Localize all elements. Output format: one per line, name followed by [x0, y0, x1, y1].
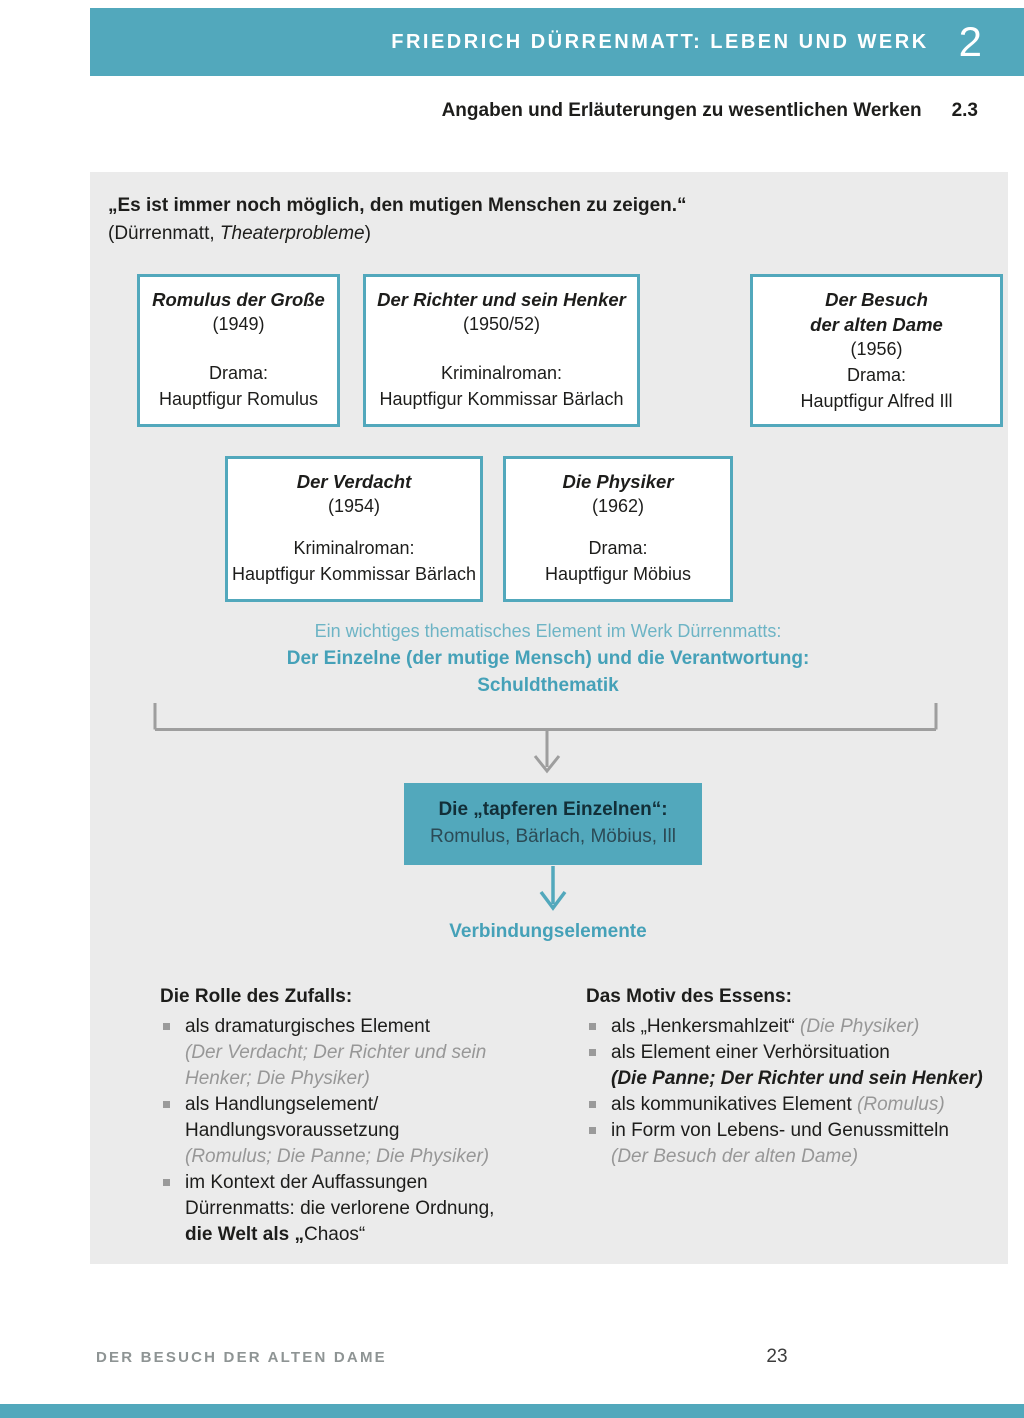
- bullet-item: in Form von Lebens- und Genussmitteln (De…: [586, 1118, 1004, 1170]
- bullet-line: als dramaturgisches Element: [185, 1016, 430, 1037]
- topic-heading: Das Motiv des Essens:: [586, 986, 792, 1007]
- bullet-square-icon: [589, 1023, 596, 1030]
- quote-text: „Es ist immer noch möglich, den mutigen …: [108, 195, 687, 216]
- down-arrow-icon: [539, 866, 567, 911]
- bottom-accent-bar: [0, 1404, 1024, 1418]
- work-figure: Hauptfigur Möbius: [544, 564, 692, 584]
- bullet-line: Dürrenmatts: die verlorene Ordnung,: [185, 1198, 495, 1219]
- bullet-square-icon: [163, 1101, 170, 1108]
- topic-column-essen: Das Motiv des Essens: als „Henkersmahlzei…: [586, 984, 1004, 1170]
- bullet-line: im Kontext der Auffassungen: [185, 1172, 428, 1193]
- central-figures-box: Die „tapferen Einzelnen“: Romulus, Bärla…: [404, 783, 702, 865]
- bullet-line: Handlungsvoraussetzung: [185, 1120, 400, 1141]
- work-title: Romulus der Große: [152, 289, 325, 310]
- bullet-line: als kommunikatives Element (Romulus): [611, 1094, 945, 1115]
- bullet-line: (Der Besuch der alten Dame): [611, 1146, 859, 1167]
- bracket-connector-icon: [153, 703, 938, 774]
- work-year: (1962): [591, 496, 645, 516]
- bullet-line: (Die Panne; Der Richter und sein Henker): [611, 1068, 983, 1089]
- bullet-line: die Welt als „Chaos“: [185, 1224, 366, 1245]
- chapter-header-bar: FRIEDRICH DÜRRENMATT: LEBEN UND WERK 2: [90, 8, 1024, 76]
- work-title: Die Physiker: [562, 471, 674, 492]
- quote-work-title: Theaterprobleme: [219, 223, 365, 244]
- chapter-number: 2: [958, 18, 982, 65]
- bullet-list: als dramaturgisches Element (Der Verdacht…: [160, 1014, 572, 1248]
- bullet-line: als Handlungselement/: [185, 1094, 379, 1115]
- work-year: (1950/52): [462, 314, 541, 334]
- work-title: Der Richter und sein Henker: [377, 289, 626, 310]
- work-box-verdacht: Der Verdacht (1954) Kriminalroman: Haupt…: [225, 456, 483, 602]
- bullet-square-icon: [163, 1023, 170, 1030]
- work-year: (1954): [327, 496, 381, 516]
- running-title: DER BESUCH DER ALTEN DAME: [96, 1349, 387, 1366]
- bullet-line: (Romulus; Die Panne; Die Physiker): [185, 1146, 490, 1167]
- connector-label: Verbindungselemente: [449, 921, 647, 942]
- chapter-title: FRIEDRICH DÜRRENMATT: LEBEN UND WERK: [391, 30, 929, 53]
- bullet-line: Henker; Die Physiker): [185, 1068, 370, 1089]
- work-title: Der Verdacht: [296, 471, 412, 492]
- work-year: (1949): [212, 314, 265, 334]
- bullet-square-icon: [589, 1049, 596, 1056]
- bullet-line: als „Henkersmahlzeit“ (Die Physiker): [611, 1016, 920, 1037]
- bullet-square-icon: [589, 1101, 596, 1108]
- section-title: Angaben und Erläuterungen zu wesentliche…: [441, 100, 922, 121]
- bullet-line: in Form von Lebens- und Genussmitteln: [611, 1120, 949, 1141]
- topic-heading: Die Rolle des Zufalls:: [160, 986, 353, 1007]
- work-genre: Drama:: [588, 538, 648, 558]
- quote-block: „Es ist immer noch möglich, den mutigen …: [108, 192, 687, 248]
- theme-statement: Ein wichtiges thematisches Element im We…: [286, 621, 810, 696]
- bullet-line: als Element einer Verhörsituation: [611, 1042, 890, 1063]
- work-year: (1956): [850, 339, 903, 359]
- bullet-item: als kommunikatives Element (Romulus): [586, 1092, 1004, 1118]
- bullet-list: als „Henkersmahlzeit“ (Die Physiker) als …: [586, 1014, 1004, 1170]
- page-number: 23: [766, 1346, 788, 1367]
- quote-attribution: (Dürrenmatt, Theaterprobleme): [108, 223, 371, 244]
- work-figure: Hauptfigur Alfred Ill: [800, 391, 953, 411]
- bullet-item: als Element einer Verhörsituation (Die Pa…: [586, 1040, 1004, 1092]
- bullet-square-icon: [163, 1179, 170, 1186]
- work-figure: Hauptfigur Kommissar Bärlach: [379, 389, 624, 409]
- work-genre: Kriminalroman:: [293, 538, 415, 558]
- topic-column-zufall: Die Rolle des Zufalls: als dramaturgische…: [160, 984, 572, 1248]
- bullet-item: als Handlungselement/Handlungsvoraussetz…: [160, 1092, 572, 1170]
- work-box-richter-henker: Der Richter und sein Henker (1950/52) Kr…: [363, 274, 640, 427]
- section-number: 2.3: [951, 100, 978, 121]
- work-figure: Hauptfigur Romulus: [158, 389, 319, 409]
- bullet-item: als dramaturgisches Element (Der Verdacht…: [160, 1014, 572, 1092]
- section-header: Angaben und Erläuterungen zu wesentliche…: [0, 100, 978, 122]
- work-figure: Hauptfigur Kommissar Bärlach: [231, 564, 477, 584]
- work-box-physiker: Die Physiker (1962) Drama: Hauptfigur Mö…: [503, 456, 733, 602]
- work-genre: Drama:: [208, 363, 268, 383]
- bullet-line: (Der Verdacht; Der Richter und sein: [185, 1042, 487, 1063]
- work-genre: Kriminalroman:: [440, 363, 563, 383]
- bullet-square-icon: [589, 1127, 596, 1134]
- work-genre: Drama:: [846, 365, 906, 385]
- work-box-romulus: Romulus der Große (1949) Drama: Hauptfig…: [137, 274, 340, 427]
- bullet-item: als „Henkersmahlzeit“ (Die Physiker): [586, 1014, 1004, 1040]
